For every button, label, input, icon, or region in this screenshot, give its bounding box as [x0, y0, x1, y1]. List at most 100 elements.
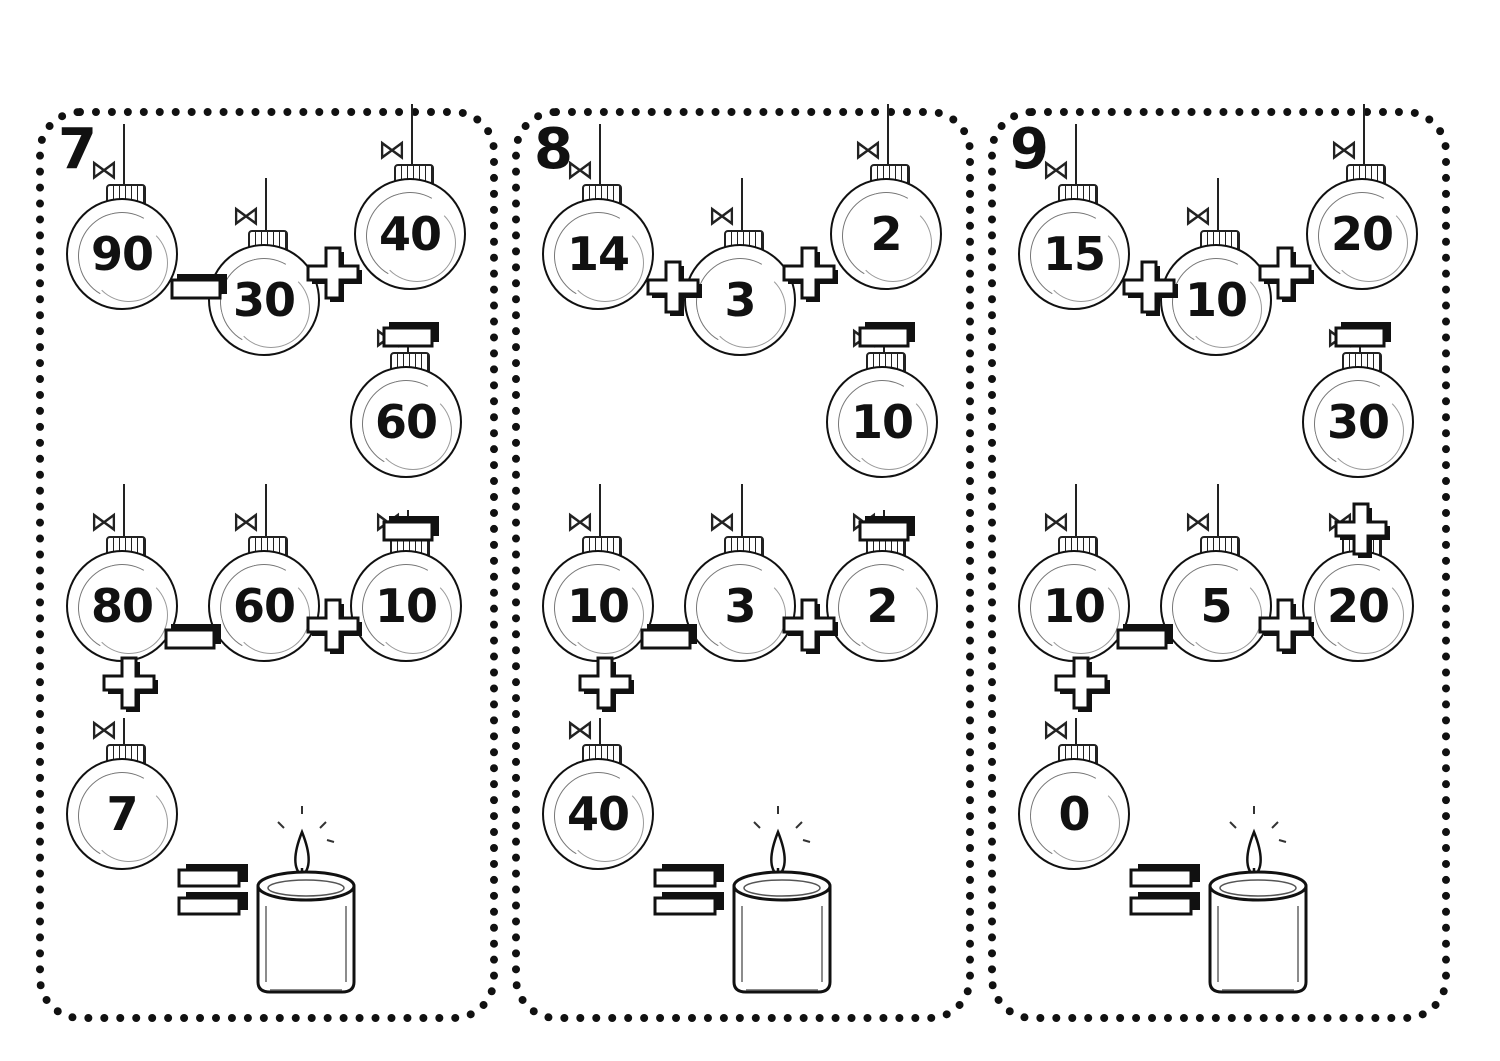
- ornament-number: 3: [724, 273, 756, 327]
- bow-icon: ⋈: [566, 713, 594, 746]
- bow-icon: ⋈: [566, 153, 594, 186]
- minus-icon: [378, 304, 440, 366]
- equals-icon: [1122, 858, 1200, 920]
- ornament-number: 14: [566, 227, 630, 281]
- puzzle-card-9: 9⋈15⋈10⋈20⋈30⋈20⋈5⋈10⋈0: [988, 104, 1450, 1022]
- plus-icon: [1254, 594, 1316, 656]
- ornament-string: [741, 484, 743, 536]
- bow-icon: ⋈: [1184, 199, 1212, 232]
- ornament-ball: 90: [66, 198, 178, 310]
- ornament-number: 7: [106, 787, 138, 841]
- ornament-ball: 20: [1302, 550, 1414, 662]
- ornament-string: [599, 124, 601, 184]
- card-number: 9: [1010, 117, 1049, 182]
- card-number: 7: [58, 117, 97, 182]
- ornament-number: 60: [374, 395, 438, 449]
- ornament-number: 60: [232, 579, 296, 633]
- ornament-string: [123, 484, 125, 536]
- ornament-number: 0: [1058, 787, 1090, 841]
- plus-icon: [1254, 242, 1316, 304]
- plus-icon: [642, 256, 704, 318]
- bow-icon: ⋈: [1042, 505, 1070, 538]
- ornament-string: [1363, 104, 1365, 164]
- ornament-string: [1075, 124, 1077, 184]
- minus-icon: [854, 304, 916, 366]
- plus-icon: [302, 594, 364, 656]
- plus-icon: [302, 242, 364, 304]
- bow-icon: ⋈: [232, 199, 260, 232]
- plus-icon: [778, 242, 840, 304]
- ornament-string: [265, 178, 267, 230]
- minus-icon: [1112, 606, 1174, 668]
- bow-icon: ⋈: [90, 713, 118, 746]
- ornament-number: 40: [566, 787, 630, 841]
- ornament-number: 2: [870, 207, 902, 261]
- card-number: 8: [534, 117, 573, 182]
- bow-icon: ⋈: [1042, 153, 1070, 186]
- ornament-ball: 20: [1306, 178, 1418, 290]
- minus-icon: [160, 606, 222, 668]
- ornament-number: 10: [374, 579, 438, 633]
- ornament-number: 90: [90, 227, 154, 281]
- ornament-string: [411, 104, 413, 164]
- ornament-ball: 40: [354, 178, 466, 290]
- bow-icon: ⋈: [1330, 133, 1358, 166]
- ornament-string: [741, 178, 743, 230]
- ornament-ball: 3: [684, 244, 796, 356]
- ornament-string: [265, 484, 267, 536]
- ornament-ball: 60: [208, 550, 320, 662]
- plus-icon: [98, 652, 160, 714]
- ornament-ball: 7: [66, 758, 178, 870]
- ornament-string: [599, 484, 601, 536]
- ornament-string: [1075, 484, 1077, 536]
- plus-icon: [1118, 256, 1180, 318]
- ornament-ball: 10: [542, 550, 654, 662]
- ornament-string: [1217, 178, 1219, 230]
- ornament-ball: 60: [350, 366, 462, 478]
- ornament-ball: 10: [1018, 550, 1130, 662]
- plus-icon: [778, 594, 840, 656]
- ornament-number: 15: [1042, 227, 1106, 281]
- ornament-ball: 80: [66, 550, 178, 662]
- ornament-ball: 14: [542, 198, 654, 310]
- ornament-string: [123, 718, 125, 744]
- equals-icon: [170, 858, 248, 920]
- ornament-ball: 30: [208, 244, 320, 356]
- equals-icon: [646, 858, 724, 920]
- bow-icon: ⋈: [378, 133, 406, 166]
- ornament-ball: 40: [542, 758, 654, 870]
- ornament-number: 20: [1330, 207, 1394, 261]
- ornament-number: 20: [1326, 579, 1390, 633]
- candle-icon: [250, 806, 360, 996]
- ornament-ball: 10: [826, 366, 938, 478]
- bow-icon: ⋈: [1042, 713, 1070, 746]
- bow-icon: ⋈: [1184, 505, 1212, 538]
- ornament-ball: 10: [1160, 244, 1272, 356]
- minus-icon: [378, 498, 440, 560]
- ornament-ball: 2: [830, 178, 942, 290]
- ornament-ball: 5: [1160, 550, 1272, 662]
- ornament-ball: 15: [1018, 198, 1130, 310]
- ornament-number: 30: [1326, 395, 1390, 449]
- ornament-ball: 2: [826, 550, 938, 662]
- bow-icon: ⋈: [90, 505, 118, 538]
- minus-icon: [854, 498, 916, 560]
- ornament-string: [887, 104, 889, 164]
- candle-icon: [1202, 806, 1312, 996]
- ornament-number: 5: [1200, 579, 1232, 633]
- candle-icon: [726, 806, 836, 996]
- puzzle-card-8: 8⋈14⋈3⋈2⋈10⋈2⋈3⋈10⋈40: [512, 104, 974, 1022]
- bow-icon: ⋈: [566, 505, 594, 538]
- ornament-string: [123, 124, 125, 184]
- minus-icon: [166, 256, 228, 318]
- ornament-number: 80: [90, 579, 154, 633]
- plus-icon: [574, 652, 636, 714]
- ornament-ball: 0: [1018, 758, 1130, 870]
- ornament-string: [599, 718, 601, 744]
- bow-icon: ⋈: [708, 199, 736, 232]
- ornament-ball: 10: [350, 550, 462, 662]
- ornament-string: [1075, 718, 1077, 744]
- ornament-string: [1217, 484, 1219, 536]
- ornament-ball: 3: [684, 550, 796, 662]
